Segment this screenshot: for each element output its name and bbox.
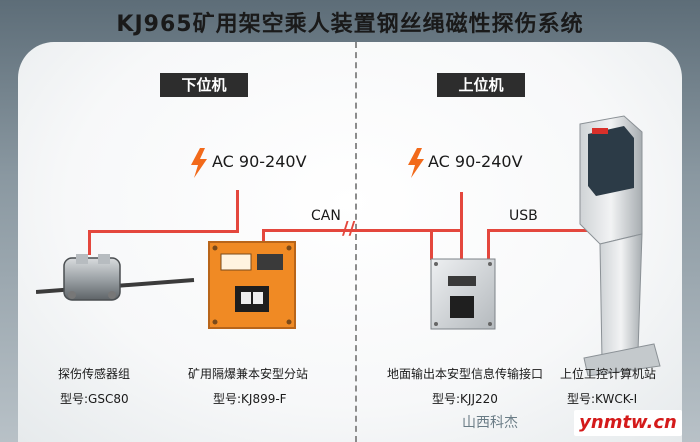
section-label-lower: 下位机: [160, 73, 248, 97]
device-name-station: 矿用隔爆兼本安型分站: [188, 367, 309, 381]
explosion-proof-station-image: [208, 241, 296, 329]
device-model-computer: 型号:KWCK-I: [567, 392, 638, 406]
can-label: CAN: [311, 208, 341, 224]
wire-usb-link: [487, 229, 587, 232]
wire-usb-drop: [487, 229, 490, 259]
device-model-interface: 型号:KJJ220: [432, 392, 498, 406]
lightning-icon: [408, 148, 424, 178]
section-label-upper: 上位机: [437, 73, 525, 97]
diagram-title: KJ965矿用架空乘人装置钢丝绳磁性探伤系统: [116, 12, 584, 37]
wire-sensor-to-station: [88, 230, 238, 233]
wire-station-power-drop: [236, 190, 239, 233]
device-name-sensor: 探伤传感器组: [58, 367, 131, 381]
device-model-sensor: 型号:GSC80: [60, 392, 129, 406]
power-label-lower: AC 90-240V: [212, 152, 307, 171]
watermark-company: 山西科杰: [462, 415, 518, 431]
device-name-interface: 地面输出本安型信息传输接口: [387, 367, 544, 381]
usb-label: USB: [509, 208, 538, 224]
transmission-interface-image: [430, 258, 496, 330]
power-label-upper: AC 90-240V: [428, 152, 523, 171]
device-name-computer: 上位工控计算机站: [560, 367, 657, 381]
section-divider: [355, 42, 357, 442]
watermark-logo: ynmtw.cn: [574, 410, 682, 436]
wire-can-drop: [262, 229, 265, 247]
wire-can-link: [262, 229, 462, 232]
diagram-panel: [18, 42, 682, 442]
device-model-station: 型号:KJ899-F: [213, 392, 287, 406]
sensor-assembly-image: [36, 254, 195, 301]
lightning-icon: [191, 148, 207, 178]
wire-interface-left-drop: [430, 232, 433, 260]
industrial-computer-kiosk-image: [579, 115, 661, 376]
wire-interface-left-link: [430, 229, 463, 232]
can-break-mark: //: [342, 218, 356, 239]
wire-interface-power: [460, 192, 463, 260]
wire-sensor-drop: [88, 230, 91, 255]
